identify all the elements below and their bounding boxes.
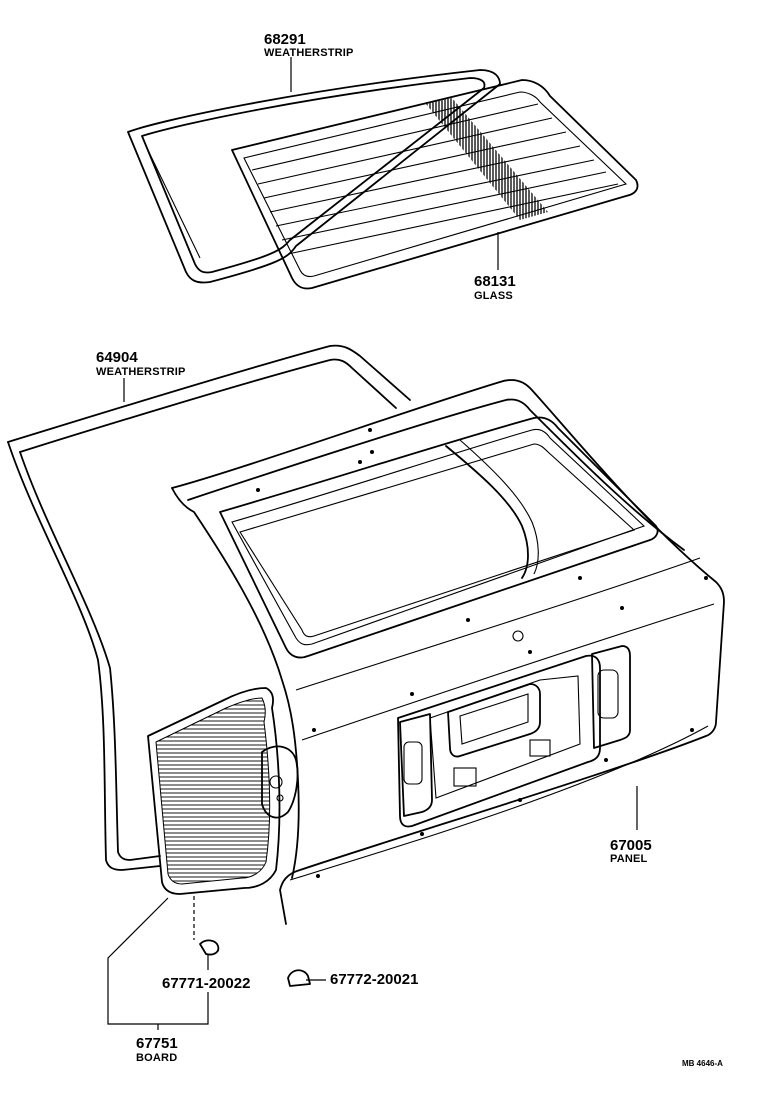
label-68131: 68131 GLASS — [474, 273, 516, 302]
part-number-68131: 68131 — [474, 273, 516, 290]
reference-code: MB 4646-A — [682, 1059, 723, 1068]
part-number-67772-20021: 67772-20021 — [330, 971, 418, 988]
label-68291: 68291 WEATHERSTRIP — [264, 31, 354, 59]
part-name-67751: BOARD — [136, 1052, 177, 1064]
defogger-grid-lines — [251, 103, 619, 255]
part-name-68291: WEATHERSTRIP — [264, 47, 354, 59]
label-67772-20021: 67772-20021 — [330, 971, 418, 988]
label-67751: 67751 BOARD — [136, 1035, 178, 1064]
part-number-67751: 67751 — [136, 1035, 178, 1052]
part-number-68291: 68291 — [264, 31, 306, 48]
glass-drawing — [231, 79, 639, 290]
part-number-64904: 64904 — [96, 349, 138, 366]
panel-drawing — [171, 379, 725, 925]
part-number-67005: 67005 — [610, 837, 652, 854]
board-drawing — [147, 687, 281, 895]
weatherstrip-upper-drawing — [127, 69, 501, 284]
part-name-64904: WEATHERSTRIP — [96, 366, 186, 378]
label-67771-20022: 67771-20022 — [162, 975, 250, 992]
mounting-holes — [256, 428, 708, 878]
clip-67771-drawing — [193, 896, 220, 956]
part-name-67005: PANEL — [610, 853, 648, 865]
label-67005: 67005 PANEL — [610, 837, 652, 865]
label-64904: 64904 WEATHERSTRIP — [96, 349, 186, 378]
weatherstrip-lower-drawing — [7, 344, 411, 871]
part-number-67771-20022: 67771-20022 — [162, 975, 250, 992]
part-name-68131: GLASS — [474, 290, 513, 302]
leader-lines — [107, 57, 638, 1030]
glass-shade-band — [426, 98, 548, 220]
clip-67772-drawing — [287, 969, 311, 987]
